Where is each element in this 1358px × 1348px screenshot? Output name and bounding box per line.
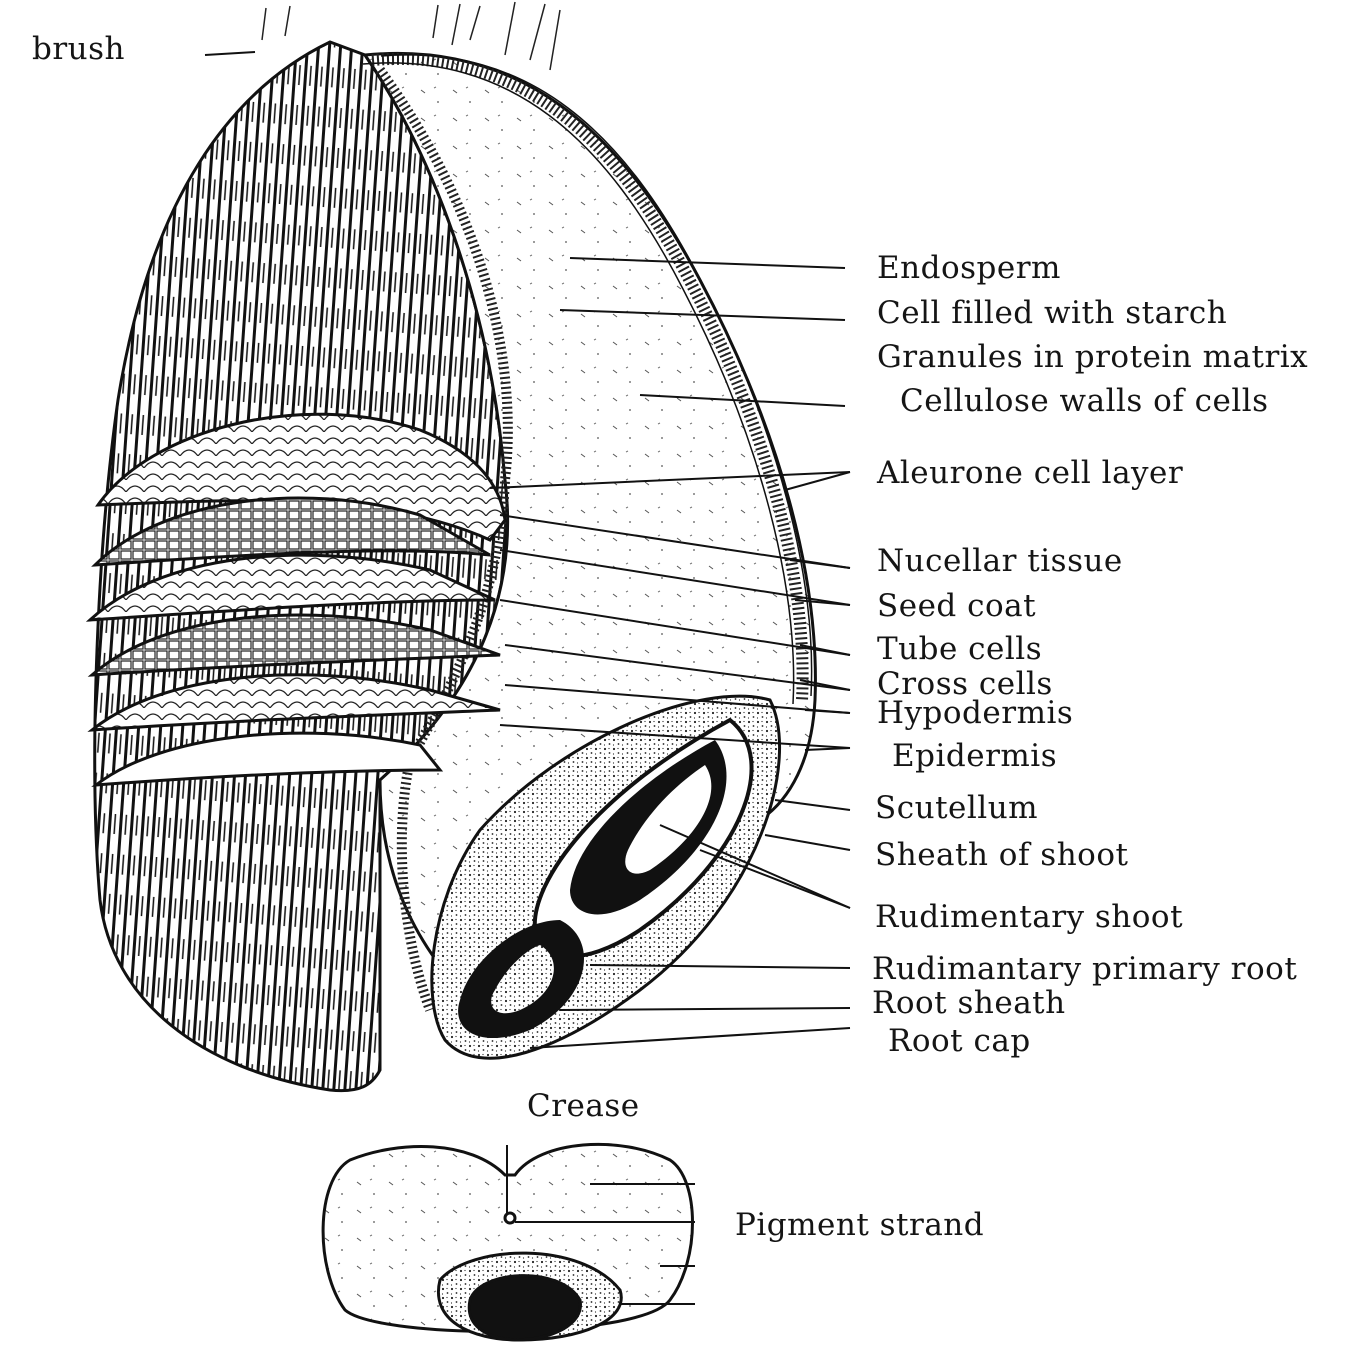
label-root-cap: Root cap — [888, 1026, 1031, 1057]
label-rudimentary-shoot: Rudimentary shoot — [875, 902, 1183, 933]
label-epidermis: Epidermis — [892, 741, 1057, 772]
label-cellulose-walls: Cellulose walls of cells — [900, 386, 1269, 417]
label-aleurone-cell-layer: Aleurone cell layer — [877, 458, 1183, 489]
label-hypodermis: Hypodermis — [877, 698, 1073, 729]
label-sheath-of-shoot: Sheath of shoot — [875, 840, 1128, 871]
label-granules: Granules in protein matrix — [877, 342, 1308, 373]
label-nucellar-tissue: Nucellar tissue — [877, 546, 1123, 577]
label-scutellum: Scutellum — [875, 793, 1038, 824]
cross-section — [323, 1144, 692, 1340]
label-root-sheath: Root sheath — [872, 988, 1066, 1019]
label-tube-cells: Tube cells — [877, 634, 1042, 665]
label-endosperm: Endosperm — [877, 253, 1061, 284]
label-seed-coat: Seed coat — [877, 591, 1036, 622]
label-pigment-strand: Pigment strand — [735, 1210, 984, 1241]
label-rudimentary-primary-root: Rudimantary primary root — [872, 954, 1297, 985]
label-brush: brush — [32, 34, 125, 65]
label-crease: Crease — [527, 1091, 640, 1122]
label-cell-filled-with-starch: Cell filled with starch — [877, 298, 1227, 329]
